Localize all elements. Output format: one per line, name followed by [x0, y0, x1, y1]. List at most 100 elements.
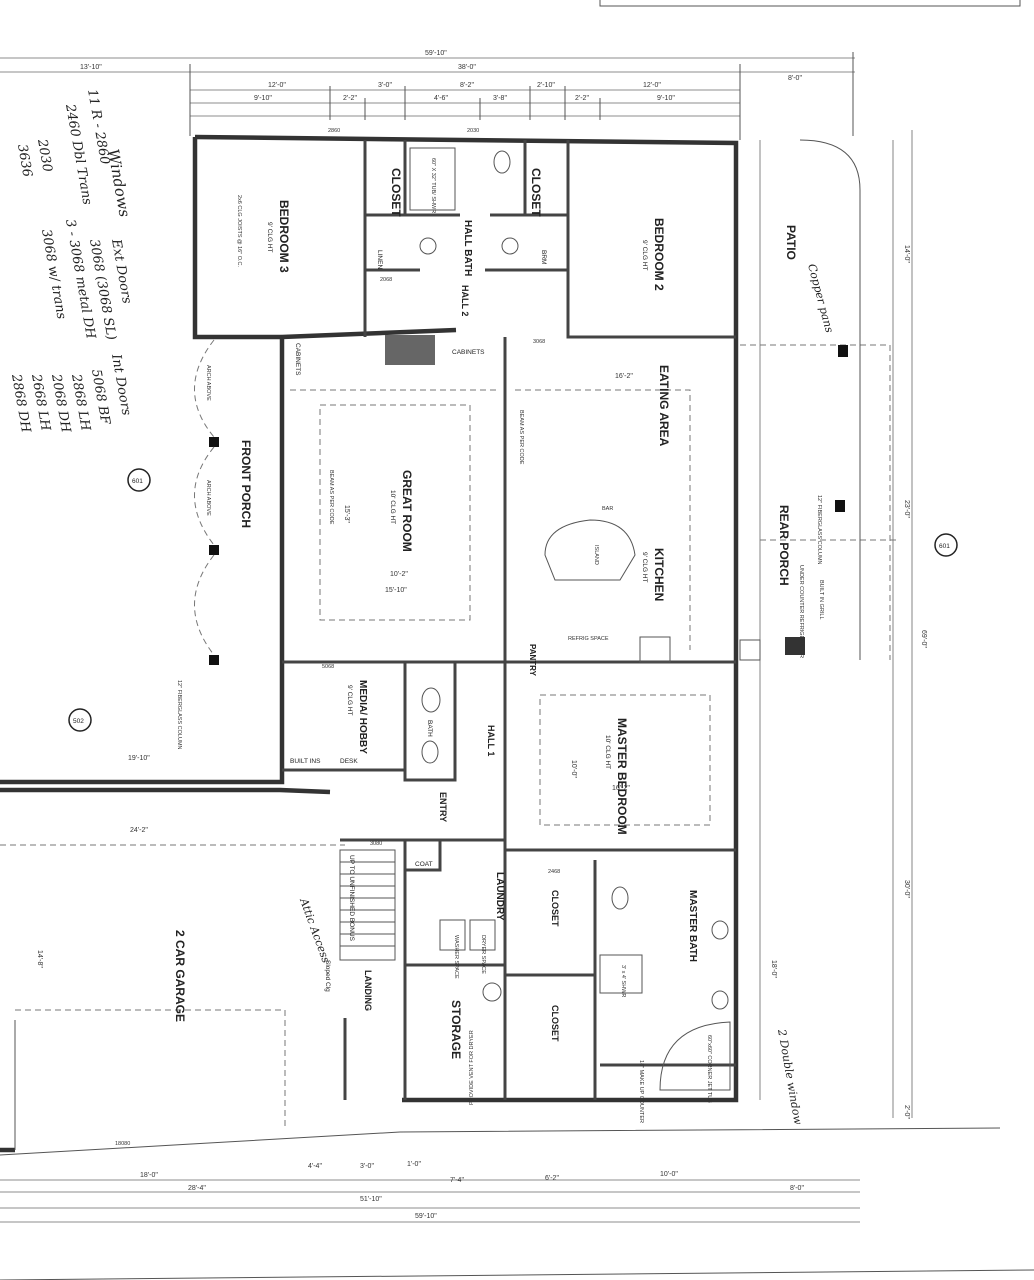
note-corner-tub: 60"x60" CORNER JET TUB	[706, 1035, 712, 1103]
dim-top-h: 4'-6"	[434, 95, 448, 102]
dim-bot-c: 18'-0"	[140, 1172, 158, 1179]
dim-great-h: 15'-3"	[343, 505, 350, 523]
room-eating-area: EATING AREA	[657, 365, 671, 447]
garage-outline: 18'-0" 4'-4" 3'-0" 1'-0" 7'-4" 6'-2" 10'…	[0, 1020, 1034, 1280]
water-heater	[482, 982, 502, 1002]
dim-top-k: 9'-10"	[657, 95, 675, 102]
dim-top-a: 12'-0"	[268, 82, 286, 89]
hand-double-window: 2 Double window	[775, 1027, 805, 1126]
hand-int-doors: Int Doors	[108, 352, 134, 417]
hand-attic-access: Attic Access	[297, 896, 333, 965]
dim-right-f: 2'-0"	[903, 1105, 910, 1119]
toilet-hall	[493, 150, 511, 174]
note-shwr: 3' x 4' SHWR	[620, 965, 626, 997]
section-tag-601b	[934, 533, 958, 557]
room-landing: LANDING	[363, 970, 373, 1011]
room-kitchen: KITCHEN	[652, 548, 666, 601]
interior-walls	[282, 140, 736, 1100]
plan-notes: 2x6 CLG JOISTS @ 16" O.C. BEAM AS PER CO…	[176, 158, 824, 1123]
room-linen: LINEN	[376, 250, 383, 269]
dim-eating-w: 16'-2"	[615, 373, 633, 380]
sink-master-2	[711, 990, 729, 1010]
door-18080: 18080	[115, 1141, 130, 1147]
bar-island	[544, 519, 636, 581]
note-grill: BUILT IN GRILL	[818, 580, 824, 620]
hand-id1: 5068 BF	[88, 368, 113, 427]
great-room-clg: 10' CLG HT	[389, 490, 396, 524]
built-ins: BUILT INS	[290, 758, 321, 765]
dim-master-h: 10'-0"	[570, 760, 577, 778]
door-2068: 2068	[380, 277, 392, 283]
dim-top-i: 3'-8"	[493, 95, 507, 102]
media-clg: 9' CLG HT	[346, 685, 353, 716]
note-refrig: REFRIG SPACE	[568, 636, 609, 642]
room-bedroom-2: BEDROOM 2	[652, 218, 666, 291]
room-laundry: LAUNDRY	[494, 872, 505, 921]
column-1	[209, 437, 219, 447]
section-tag-601-label: 601	[132, 478, 143, 485]
washer	[439, 919, 466, 951]
hand-w4: 3636	[14, 143, 35, 178]
bedroom-2-clg: 9' CLG HT	[641, 240, 648, 271]
dryer	[469, 919, 496, 951]
kitchen-clg: 9' CLG HT	[641, 552, 648, 583]
section-tags: 601 502 601	[68, 468, 958, 732]
room-garage: 2 CAR GARAGE	[173, 930, 187, 1022]
front-porch-columns	[194, 339, 848, 665]
note-make-up: 18" MAKE UP COUNTER	[638, 1060, 644, 1123]
dim-top-d: 2'-10"	[537, 82, 555, 89]
door-2468: 2468	[548, 869, 560, 875]
exterior-walls	[0, 134, 739, 1103]
dim-master-w: 16'-2"	[612, 785, 630, 792]
dim-bot-f: 1'-0"	[407, 1161, 421, 1168]
note-dryer: DRYER SPACE	[480, 935, 486, 974]
column-2	[209, 545, 219, 555]
dim-bot-total: 59'-10"	[415, 1213, 437, 1220]
room-storage: STORAGE	[449, 1000, 463, 1059]
note-tub-shwr: 60" X 32" TUB/ SHWR	[430, 158, 436, 213]
top-dimensions: 59'-10" 13'-10" 38'-0" 8'-0" 12'-0" 3'-0…	[0, 50, 855, 140]
sink-2	[501, 237, 519, 255]
grill	[739, 639, 761, 661]
sink-master-1	[711, 920, 729, 940]
note-washer: WASHER SPACE	[453, 935, 459, 979]
room-brm: BRM	[540, 250, 547, 264]
dim-bot-b: 28'-4"	[188, 1185, 206, 1192]
master-clg: 10' CLG HT	[604, 735, 611, 769]
toilet-master	[611, 886, 629, 910]
room-closet-3: CLOSET	[550, 890, 560, 927]
note-bar: BAR	[602, 506, 613, 512]
note-fiberglass-col-rear: 12" FIBERGLASS COLUMN	[816, 495, 822, 565]
dim-bot-g: 7'-4"	[450, 1177, 464, 1184]
sink-1	[419, 237, 437, 255]
refrigerator	[785, 637, 805, 655]
note-beam-1: BEAM AS PER CODE	[328, 470, 334, 525]
dim-bot-i: 10'-0"	[660, 1171, 678, 1178]
right-dimensions: 14'-0" 23'-0" 69'-0" 30'-0" 18'-0" 2'-0"	[759, 130, 927, 1119]
tub	[409, 147, 456, 211]
rear-column-1	[838, 345, 848, 357]
hand-w3: 2030	[34, 137, 55, 173]
handwritten-notes: Windows 11 R - 2860 2460 Dbl Trans 2030 …	[8, 88, 836, 1126]
hand-copper-pans: Copper pans	[805, 262, 836, 334]
column-3	[209, 655, 219, 665]
dim-top-b: 3'-0"	[378, 82, 392, 89]
door-3068: 3068	[533, 339, 545, 345]
dim-great-b: 10'-2"	[390, 571, 408, 578]
cabinets-right: CABINETS	[452, 349, 485, 356]
note-arch-1: ARCH ABOVE	[205, 365, 211, 401]
door-5068: 5068	[322, 664, 334, 670]
bedroom-3-clg: 9' CLG HT	[266, 222, 273, 253]
sink-media-bath	[421, 687, 441, 713]
note-clg-joists: 2x6 CLG JOISTS @ 16" O.C.	[236, 195, 242, 268]
room-closet-4: CLOSET	[550, 1005, 560, 1042]
note-island: ISLAND	[593, 545, 599, 565]
dim-bot-h: 6'-2"	[545, 1175, 559, 1182]
hand-ed2: 3 - 3068 metal DH	[62, 218, 98, 341]
door-2860: 2860	[328, 128, 340, 134]
dim-top-j: 2'-2"	[575, 95, 589, 102]
dim-right-b: 23'-0"	[903, 500, 910, 518]
stairs	[339, 849, 396, 961]
cooktop	[639, 636, 671, 663]
